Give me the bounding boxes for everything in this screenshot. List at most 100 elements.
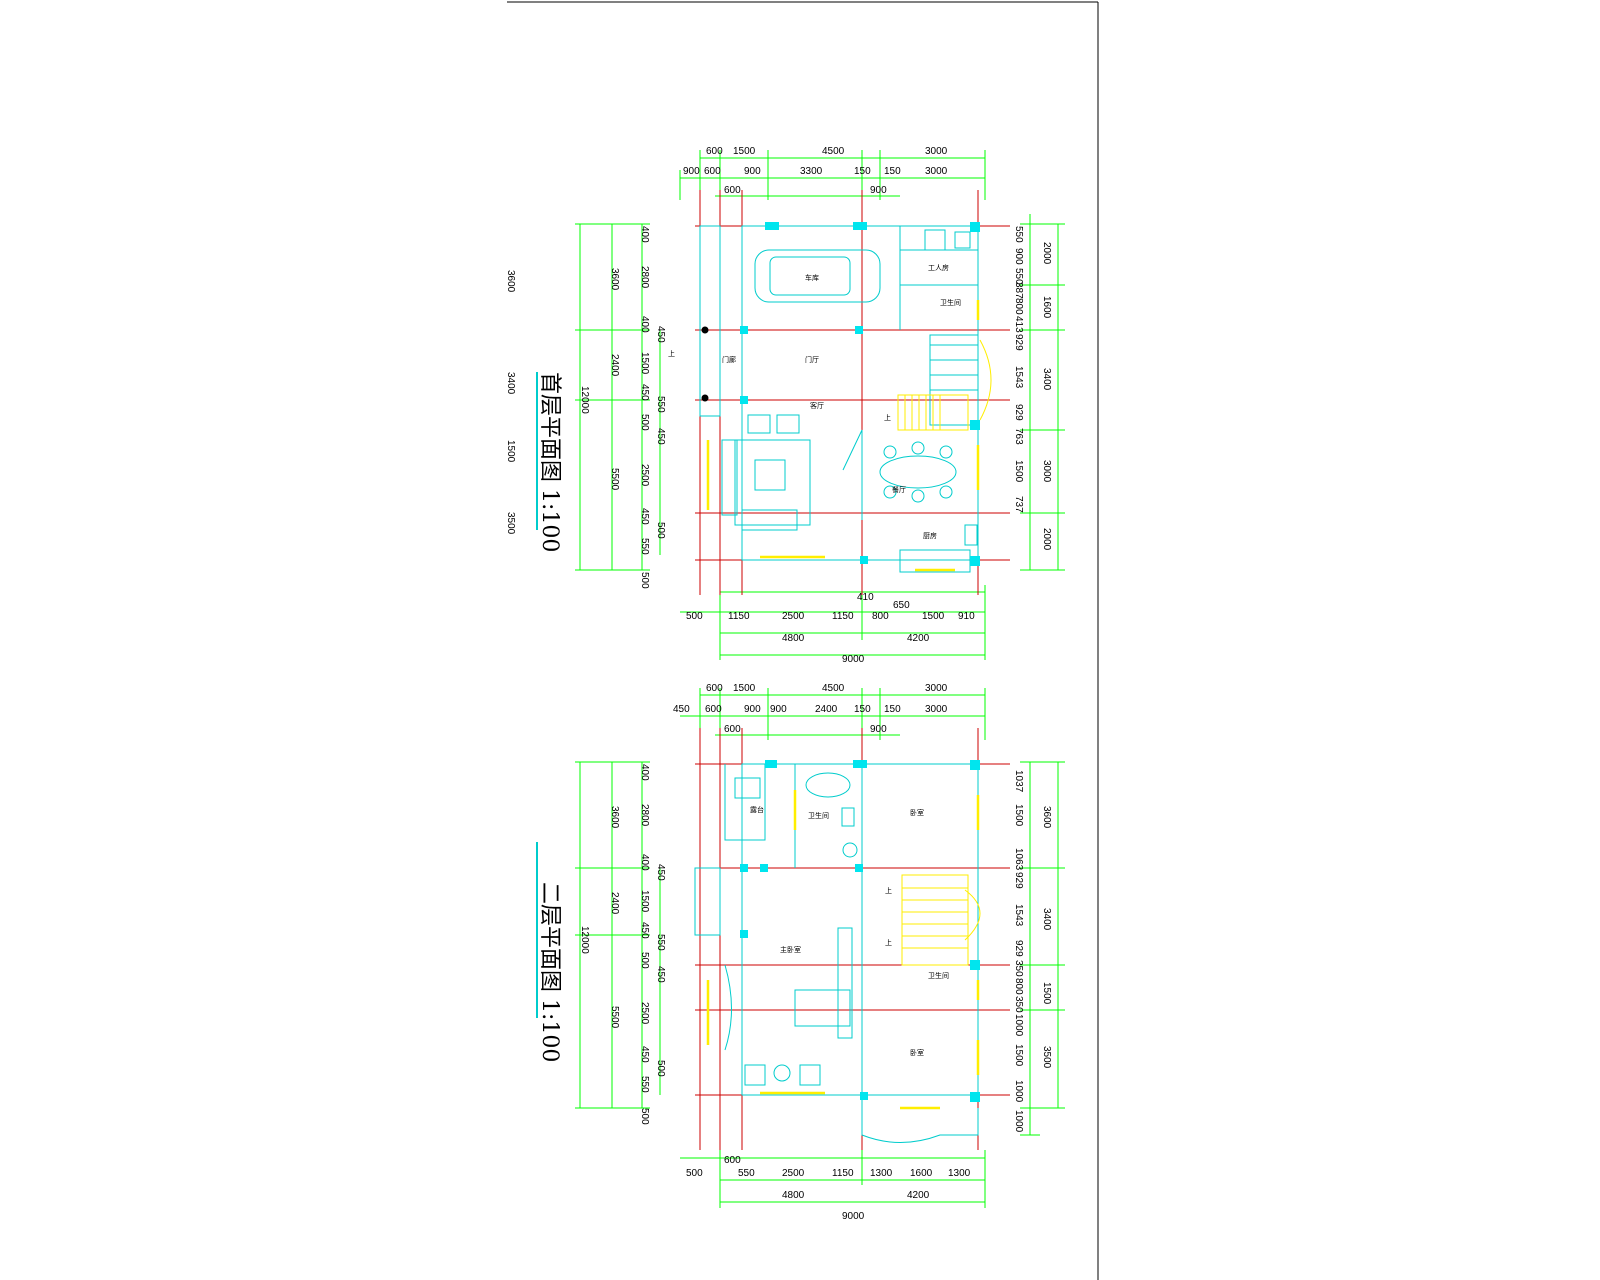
second-floor-dim-left-inner: 2800 — [639, 804, 650, 827]
ff-title: 首层平面图 1:100 — [537, 372, 562, 552]
first-floor-dim-top-row2: 900 — [683, 166, 700, 177]
first-floor-dim-right-inner: 900 — [1013, 248, 1024, 265]
first-floor-dim-left-faint: 1500 — [505, 440, 516, 463]
first-floor-dim-bottom-row2: 1500 — [922, 611, 945, 622]
first-floor-dim-top-row1: 4500 — [822, 146, 845, 157]
second-floor-dim-top-row2: 450 — [673, 704, 690, 715]
second-floor-dim-right-inner: 350 — [1013, 960, 1024, 977]
second-floor-dim-bottom-row3: 4200 — [907, 1190, 930, 1201]
second-floor-dim-left-inner: 400 — [639, 854, 650, 871]
second-floor-dim-top-row1: 4500 — [822, 683, 845, 694]
first-floor-dim-left-inner: 500 — [639, 414, 650, 431]
second-floor-dim-bottom-row2: 2500 — [782, 1168, 805, 1179]
sf-stair-up-1: 上 — [885, 886, 892, 895]
first-floor-dim-left-inner: 550 — [639, 538, 650, 555]
second-floor-dim-top-row2: 2400 — [815, 704, 838, 715]
second-floor-dim-right-outer: 3400 — [1041, 908, 1052, 931]
second-floor-dim-right-inner: 1500 — [1013, 804, 1024, 827]
first-floor-dim-bottom-row2: 910 — [958, 611, 975, 622]
first-floor-dim-left-faint: 3400 — [505, 372, 516, 395]
first-floor-dim-right-outer: 2000 — [1041, 528, 1052, 551]
second-floor-dim-left-outer: 5500 — [609, 1006, 620, 1029]
first-floor-dim-left-inner: 2800 — [639, 266, 650, 289]
ff-room-dining: 餐厅 — [892, 485, 906, 494]
sf-room-wc-1: 卫生间 — [808, 811, 829, 820]
first-floor-dim-left-outer: 3600 — [609, 268, 620, 291]
sf-columns — [740, 760, 980, 1102]
second-floor-dim-left-inner: 500 — [639, 952, 650, 969]
first-floor-dim-right-inner: 413 — [1013, 316, 1024, 333]
ff-windows — [706, 300, 980, 572]
first-floor-dim-left-inner: 1500 — [639, 352, 650, 375]
second-floor-dim-left-outer: 3600 — [609, 806, 620, 829]
second-floor-dim-right-inner: 1063 — [1013, 848, 1024, 871]
sf-stair-up-2: 上 — [885, 938, 892, 947]
second-floor-dim-left-inner2: 450 — [655, 966, 666, 983]
second-floor-dim-bottom-total: 9000 — [842, 1211, 865, 1222]
second-floor-dim-top-row2: 900 — [744, 704, 761, 715]
first-floor-dim-right-inner: 550 — [1013, 226, 1024, 243]
second-floor-dim-right-inner: 929 — [1013, 940, 1024, 957]
first-floor-dim-right-inner: 737 — [1013, 496, 1024, 513]
first-floor-dim-right-inner: 800 — [1013, 298, 1024, 315]
second-floor-dim-top-row2: 900 — [770, 704, 787, 715]
second-floor-dim-left-inner: 500 — [639, 1108, 650, 1125]
second-floor-dim-left-inner2: 500 — [655, 1060, 666, 1077]
ff-room-wc: 卫生间 — [940, 298, 961, 307]
sf-room-master-bedroom: 主卧室 — [780, 945, 801, 954]
first-floor-dim-top-row2: 3300 — [800, 166, 823, 177]
second-floor-dim-right-inner: 800 — [1013, 978, 1024, 995]
ff-column-dot — [701, 326, 709, 334]
sf-windows — [706, 790, 980, 1110]
second-floor-dim-right-inner: 350 — [1013, 996, 1024, 1013]
second-floor-dim-top-row2: 150 — [854, 704, 871, 715]
second-floor-dim-right-inner: 1000 — [1013, 1014, 1024, 1037]
ff-stair-up-1: 上 — [668, 349, 675, 358]
ff-room-foyer: 门厅 — [805, 355, 819, 364]
second-floor-dim-top-row3: 600 — [724, 724, 741, 735]
sf-dimension-ticks — [575, 688, 1065, 1208]
second-floor-dim-bottom-row2: 500 — [686, 1168, 703, 1179]
second-floor-dim-top-row1: 600 — [706, 683, 723, 694]
first-floor-dim-right-inner: 929 — [1013, 404, 1024, 421]
second-floor-dim-top-row2: 3000 — [925, 704, 948, 715]
first-floor-dim-bottom-row3: 4200 — [907, 633, 930, 644]
first-floor-dim-right-inner: 929 — [1013, 334, 1024, 351]
first-floor-dim-top-row3: 600 — [724, 185, 741, 196]
first-floor-dim-left-inner: 450 — [639, 508, 650, 525]
second-floor-dim-top-row3: 900 — [870, 724, 887, 735]
second-floor-dim-right-inner: 1543 — [1013, 904, 1024, 927]
first-floor-dim-left-inner: 2500 — [639, 464, 650, 487]
ff-room-kitchen: 厨房 — [923, 531, 937, 540]
first-floor-dim-top-row3: 900 — [870, 185, 887, 196]
ff-dimension-lines — [579, 157, 1059, 656]
first-floor-dim-right-outer: 3000 — [1041, 460, 1052, 483]
first-floor-dim-top-row2: 150 — [854, 166, 871, 177]
first-floor-dim-left-inner: 400 — [639, 226, 650, 243]
first-floor-dim-right-inner: 763 — [1013, 428, 1024, 445]
second-floor-dim-top-row1: 1500 — [733, 683, 756, 694]
second-floor-dim-left-inner: 450 — [639, 1046, 650, 1063]
sf-room-bedroom-2: 卧室 — [910, 1048, 924, 1057]
second-floor-dim-left-outer: 2400 — [609, 892, 620, 915]
second-floor-dim-left-inner: 1500 — [639, 890, 650, 913]
second-floor-dim-left-inner2: 450 — [655, 864, 666, 881]
first-floor-dim-right-outer: 1600 — [1041, 296, 1052, 319]
first-floor-dim-left-outer: 2400 — [609, 354, 620, 377]
first-floor-dim-left-inner: 450 — [639, 384, 650, 401]
first-floor-dim-left-inner: 400 — [639, 316, 650, 333]
second-floor-dim-bottom-row3: 4800 — [782, 1190, 805, 1201]
sf-room-terrace: 露台 — [750, 805, 764, 814]
second-floor-dim-right-inner: 1000 — [1013, 1080, 1024, 1103]
sf-stairs — [901, 874, 981, 966]
first-floor-dim-bottom-row2: 1150 — [728, 611, 750, 622]
first-floor-dim-left-faint: 3500 — [505, 512, 516, 535]
ff-column-dot — [701, 394, 709, 402]
first-floor-dim-top-row2: 600 — [704, 166, 721, 177]
ff-room-living: 客厅 — [810, 401, 824, 410]
sf-room-wc-2: 卫生间 — [928, 971, 949, 980]
first-floor-dim-top-row2: 150 — [884, 166, 901, 177]
